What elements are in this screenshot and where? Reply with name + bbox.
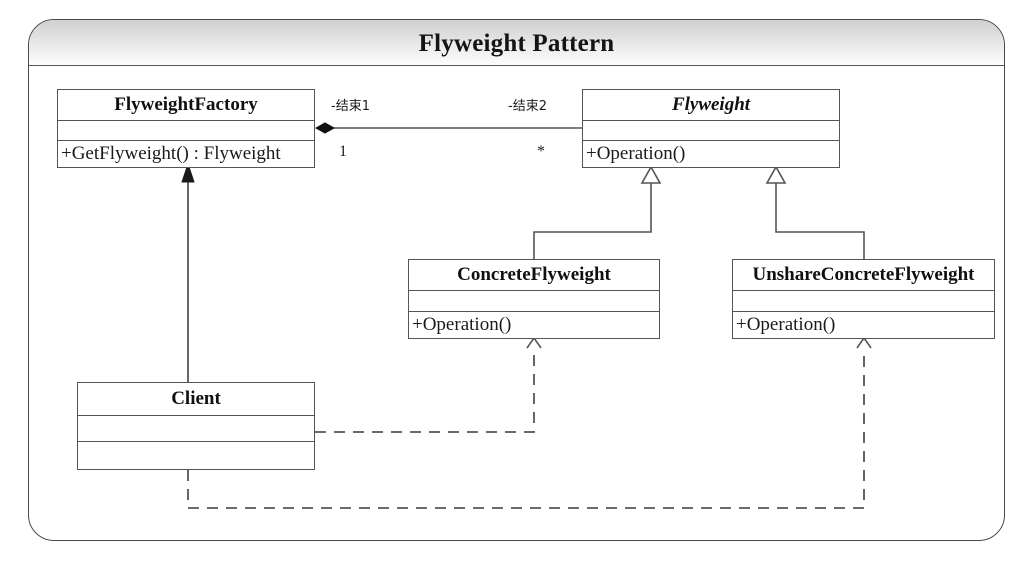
class-operation-unshareconcreteflyweight: +Operation() [733, 311, 994, 338]
class-operation-flyweight: +Operation() [583, 140, 839, 167]
class-attributes-flyweightfactory [58, 120, 314, 140]
class-box-client[interactable]: Client [77, 382, 315, 470]
class-box-flyweight[interactable]: Flyweight +Operation() [582, 89, 840, 168]
association-role-label-target: -结束2 [508, 99, 547, 114]
association-multiplicity-source: 1 [339, 143, 347, 160]
class-operations-client [78, 441, 314, 468]
class-box-unshareconcreteflyweight[interactable]: UnshareConcreteFlyweight +Operation() [732, 259, 995, 339]
class-box-concreteflyweight[interactable]: ConcreteFlyweight +Operation() [408, 259, 660, 339]
class-attributes-unshareconcreteflyweight [733, 290, 994, 311]
class-attributes-client [78, 415, 314, 441]
class-attributes-flyweight [583, 120, 839, 140]
title-separator [29, 65, 1004, 66]
diagram-title-bar: Flyweight Pattern [29, 20, 1004, 65]
class-operation-flyweightfactory: +GetFlyweight() : Flyweight [58, 140, 314, 167]
association-role-label-source: -结束1 [331, 99, 370, 114]
association-multiplicity-target: * [537, 143, 545, 160]
class-name-unshareconcreteflyweight: UnshareConcreteFlyweight [752, 264, 975, 285]
class-name-flyweightfactory: FlyweightFactory [114, 94, 258, 115]
class-attributes-concreteflyweight [409, 290, 659, 311]
class-name-flyweight: Flyweight [671, 94, 751, 115]
class-box-flyweightfactory[interactable]: FlyweightFactory +GetFlyweight() : Flywe… [57, 89, 315, 168]
page-title: Flyweight Pattern [418, 30, 615, 57]
class-name-client: Client [171, 388, 221, 409]
class-name-concreteflyweight: ConcreteFlyweight [457, 264, 611, 285]
class-operation-concreteflyweight: +Operation() [409, 311, 659, 338]
